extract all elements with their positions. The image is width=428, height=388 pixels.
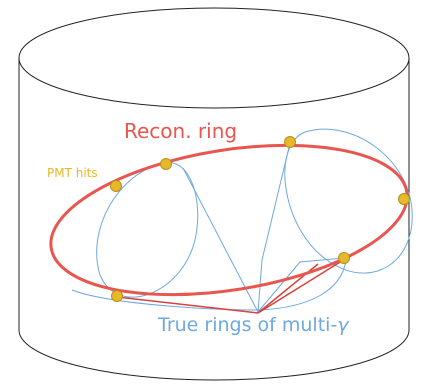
pmt-hit [111,290,123,302]
pmt-hit [110,180,122,192]
tank-bottom-rim [18,329,410,381]
recon-ring [49,143,409,297]
pmt-hit [398,193,410,205]
tank-top-rim [18,7,410,109]
pmt-hits-label: PMT hits [47,166,98,180]
true-ring-bottom [71,259,347,311]
recon-ring-label: Recon. ring [124,119,237,143]
true-cone-line-2 [257,142,291,313]
pmt-hit [284,136,296,148]
true-cone-line-3 [257,257,345,313]
true-rings-text: True rings of multi- [157,314,337,336]
detector-tank [18,7,410,381]
pmt-hit [338,252,350,264]
gamma-symbol: γ [337,314,350,336]
true-rings [71,128,413,313]
true-ring-right [284,128,413,274]
pmt-hits [110,136,410,302]
vertex-line-2 [257,258,346,314]
vertex-line-1 [116,296,259,314]
true-ring-left [96,162,199,298]
true-rings-label: True rings of multi-γ [157,314,350,336]
pmt-hit [160,158,172,170]
